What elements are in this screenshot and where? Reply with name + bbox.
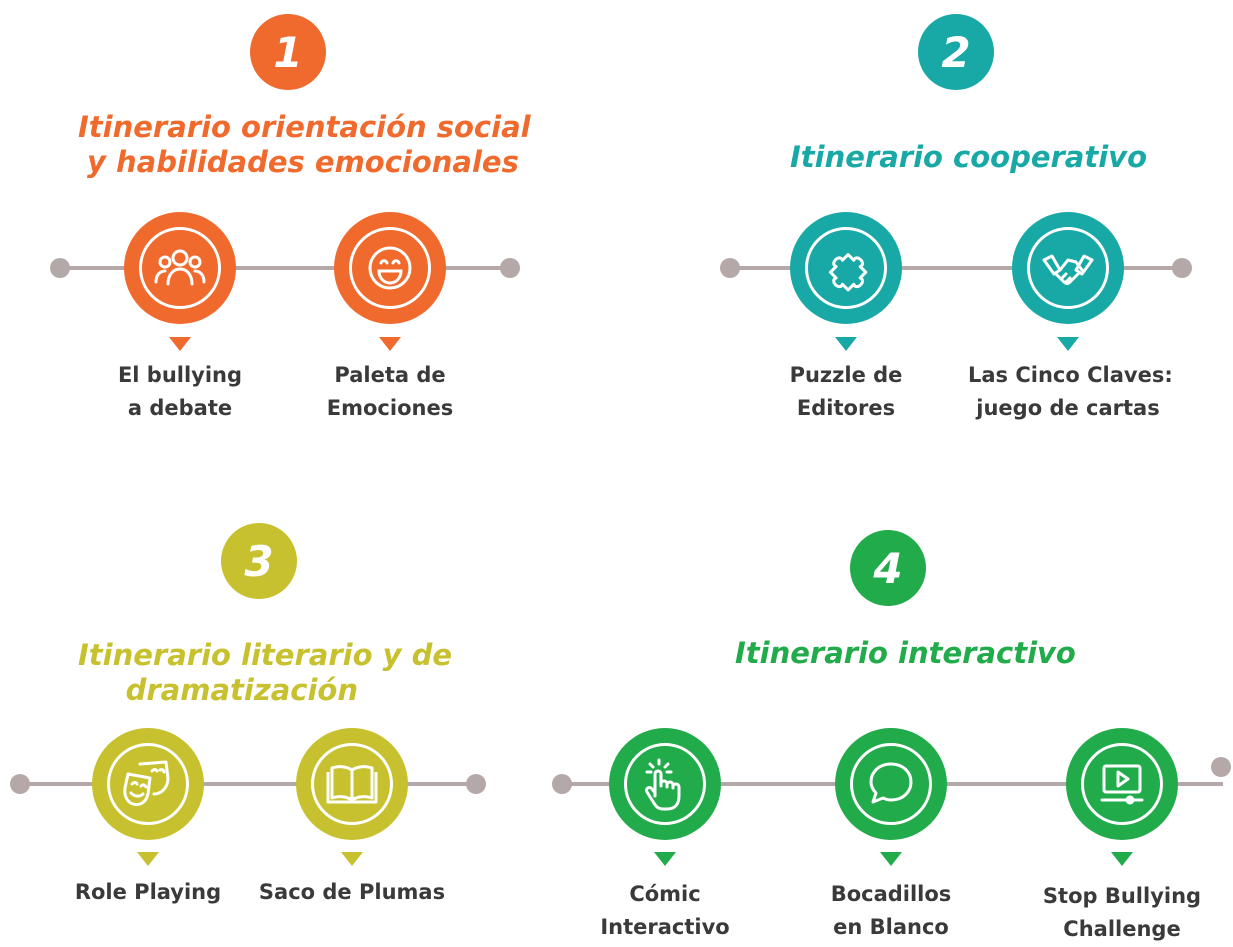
activity-node-saco-plumas[interactable] [296,728,408,840]
step-number-2: 2 [918,14,994,90]
activity-label: Role Playing [74,880,222,904]
line-end-dot [552,774,572,794]
line-end-dot [1211,757,1231,777]
theater-masks-icon [123,760,170,807]
activity-node-comic-interactivo[interactable] [609,728,721,840]
handshake-icon [1042,254,1094,285]
pointer-triangle [835,337,857,351]
group-icon [154,249,206,286]
pointer-triangle [137,852,159,866]
title-line: dramatización [125,673,358,707]
title-line: Itinerario interactivo [735,636,1076,670]
activity-node-cinco-claves[interactable] [1012,212,1124,324]
line-end-dot [50,258,70,278]
activity-label: Las Cinco Claves: juego de cartas [968,363,1173,420]
touch-hand-icon [645,758,681,811]
title-line: Itinerario literario y de [78,638,453,672]
puzzle-icon [828,253,868,292]
activity-label: Puzzle de Editores [789,363,903,420]
line-end-dot [1172,258,1192,278]
pointer-triangle [379,337,401,351]
activity-label: Stop Bullying Challenge [1042,884,1202,941]
itinerary-3-title: Itinerario literario y de dramatización [78,638,453,708]
activity-node-role-playing[interactable] [92,728,204,840]
activity-node-bullying-debate[interactable] [124,212,236,324]
pointer-triangle [341,852,363,866]
pointer-triangle [169,337,191,351]
activity-label: Saco de Plumas [258,880,446,904]
open-book-icon [326,765,378,804]
pointer-triangle [880,852,902,866]
itinerary-2-title: Itinerario cooperativo [790,140,1147,175]
smiley-icon [368,246,412,290]
line-end-dot [466,774,486,794]
activity-node-bocadillos-blanco[interactable] [835,728,947,840]
pointer-triangle [1111,852,1133,866]
line-end-dot [500,258,520,278]
title-line: y habilidades emocionales [87,145,519,179]
title-line: Itinerario cooperativo [790,140,1148,174]
activity-node-stop-bullying-challenge[interactable] [1066,728,1178,840]
title-line: Itinerario orientación social [78,110,531,144]
video-play-icon [1100,764,1144,805]
step-number-3: 3 [221,523,297,599]
activity-label: Paleta de Emociones [326,363,454,420]
speech-bubble-icon [869,762,913,804]
pointer-triangle [654,852,676,866]
activity-label: Bocadillos en Blanco [830,882,952,939]
itinerary-1-title: Itinerario orientación social y habilida… [78,110,531,180]
line-end-dot [10,774,30,794]
activity-node-emotions-palette[interactable] [334,212,446,324]
activity-label: Cómic Interactivo [600,882,730,939]
connector-line [730,266,1182,270]
activity-node-puzzle-editores[interactable] [790,212,902,324]
connector-line [20,782,476,786]
activity-label: El bullying a debate [117,363,243,420]
pointer-triangle [1057,337,1079,351]
connector-line [60,266,510,270]
line-end-dot [720,258,740,278]
step-number-4: 4 [850,530,926,606]
step-number-1: 1 [250,14,326,90]
itinerary-4-title: Itinerario interactivo [735,636,1076,671]
